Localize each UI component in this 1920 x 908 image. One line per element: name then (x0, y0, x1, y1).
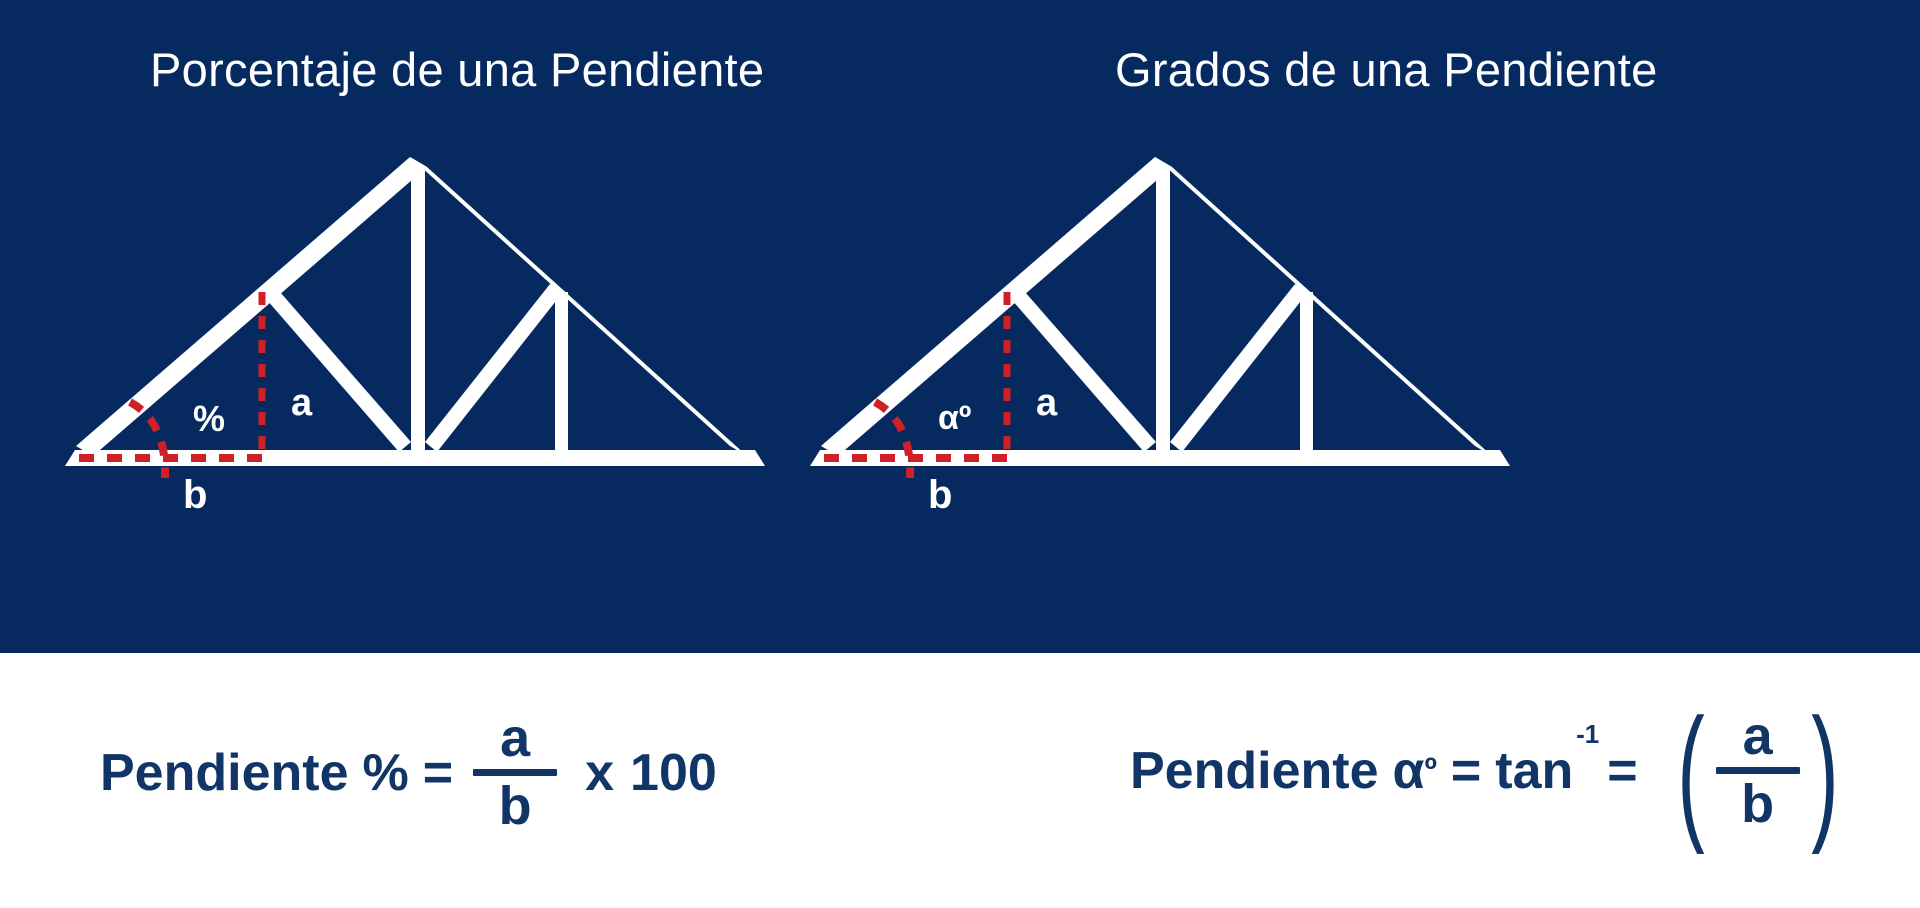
measurement-guides-right (824, 292, 1011, 479)
rise-label-left: a (291, 382, 313, 424)
king-post (1156, 170, 1170, 452)
bottom-chord (810, 450, 1510, 466)
formula-right-symbol: α (1392, 741, 1425, 800)
king-post (411, 170, 425, 452)
formula-right-equals-2: = (1607, 741, 1638, 800)
formula-left-lead: Pendiente (100, 743, 349, 802)
fraction-lead-dash (1715, 767, 1738, 775)
fraction-denominator: b (1741, 774, 1775, 835)
fraction-ab: a b (492, 708, 539, 837)
right-rafter (410, 157, 747, 456)
angle-label-left: % (193, 398, 225, 439)
fraction-bar (1734, 767, 1781, 775)
left-rafter (76, 157, 427, 456)
fraction-denominator: b (498, 776, 532, 837)
formula-right-lead: Pendiente (1130, 741, 1379, 800)
right-diagonal-web (425, 284, 563, 452)
formula-left-times: x (585, 743, 615, 802)
degree-slope-formula: Pendiente α º = tan -1 = ( a b ) (1130, 686, 1839, 855)
formula-left-factor: 100 (630, 743, 717, 802)
truss-diagram-right-svg: a αº b (810, 157, 1510, 517)
fraction-bar (492, 769, 539, 777)
formula-right-equals-1: = (1450, 741, 1482, 800)
left-rafter (821, 157, 1172, 456)
rise-label-right: a (1036, 382, 1058, 424)
truss-members-left (65, 157, 765, 466)
formula-left-symbol: % (362, 743, 409, 802)
left-diagram-title: Porcentaje de una Pendiente (150, 43, 765, 96)
run-label-right: b (928, 473, 952, 517)
formula-right-degree: º (1424, 751, 1437, 790)
percent-slope-formula: Pendiente % = a b x 100 (100, 708, 717, 837)
formula-left-equals: = (422, 743, 454, 802)
fraction-trail-dash (535, 769, 558, 777)
formula-right-arctan: tan -1 (1495, 719, 1599, 801)
degree-slope-truss: a αº b (800, 140, 1520, 545)
diagram-panel: Porcentaje de una Pendiente Grados de un… (0, 0, 1920, 653)
formula-right-exponent: -1 (1576, 718, 1600, 749)
truss-members-right (810, 157, 1510, 466)
right-diagonal-web (1170, 284, 1308, 452)
fraction-lead-dash (473, 769, 496, 777)
left-diagonal-web (1005, 284, 1156, 452)
left-diagonal-web (260, 284, 411, 452)
right-rafter (1155, 157, 1492, 456)
percent-slope-truss: a % b (55, 140, 775, 545)
measurement-guides-left (79, 292, 266, 479)
formula-left-fraction: a b (473, 708, 558, 837)
fraction-numerator: a (500, 708, 531, 768)
fraction-numerator: a (1742, 706, 1773, 766)
fraction-ab: a b (1734, 706, 1781, 835)
right-vertical-post (1300, 292, 1313, 452)
bottom-chord (65, 450, 765, 466)
formula-right-function: tan (1495, 741, 1574, 800)
formula-strip: Pendiente % = a b x 100 Pendiente α º = (0, 653, 1920, 908)
fraction-trail-dash (1777, 767, 1800, 775)
formula-right-fraction: a b (1715, 706, 1800, 835)
right-diagram-title: Grados de una Pendiente (1115, 43, 1658, 96)
run-label-left: b (183, 473, 207, 517)
angle-arc (127, 398, 170, 479)
right-vertical-post (555, 292, 568, 452)
truss-diagram-left-svg: a % b (65, 157, 765, 517)
angle-label-right: αº (938, 399, 971, 437)
angle-arc (872, 398, 915, 479)
